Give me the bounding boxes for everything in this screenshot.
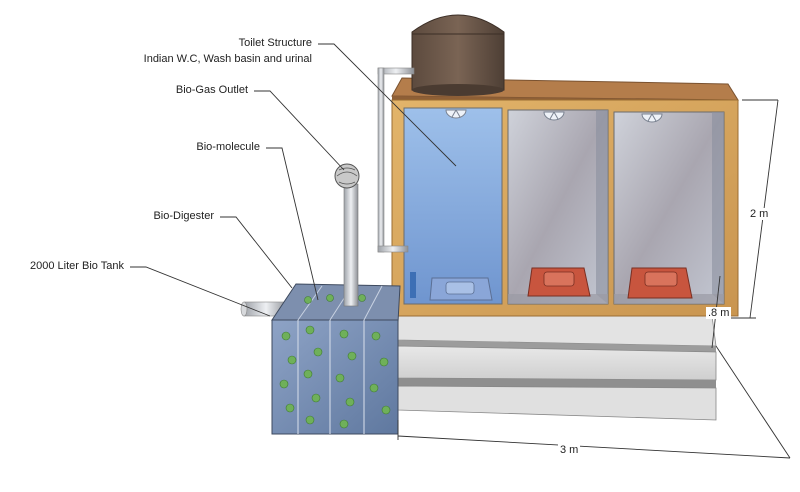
biogas-outlet-cap-icon [334,163,360,189]
dimension-plinth: .8 m [706,307,732,319]
dimension-width: 3 m [558,444,581,456]
cabin-1 [403,107,503,305]
leader-lines [130,43,457,317]
fan-icon [543,111,565,121]
label-bio-molecule: Bio-molecule [196,141,260,153]
squat-pan-icon [627,267,693,299]
label-toilet-structure: Toilet Structure [238,37,312,49]
label-biogas-outlet: Bio-Gas Outlet [175,84,248,96]
label-bio-tank: 2000 Liter Bio Tank [30,260,124,272]
bio-tank [240,163,401,435]
squat-pan-icon [429,277,493,301]
fan-icon [445,109,467,119]
label-bio-digester: Bio-Digester [153,210,214,222]
bio-molecule-icon [279,294,391,429]
squat-pan-icon [527,267,591,297]
toilet-structure [391,77,739,317]
fan-icon [641,113,663,123]
label-toilet-detail: Indian W.C, Wash basin and urinal [143,53,312,65]
water-tank [411,14,505,96]
concrete-plinth [397,305,717,421]
water-pipe [377,67,415,253]
biogas-outlet-pipe [343,183,359,307]
dimension-height: 2 m [748,208,771,220]
